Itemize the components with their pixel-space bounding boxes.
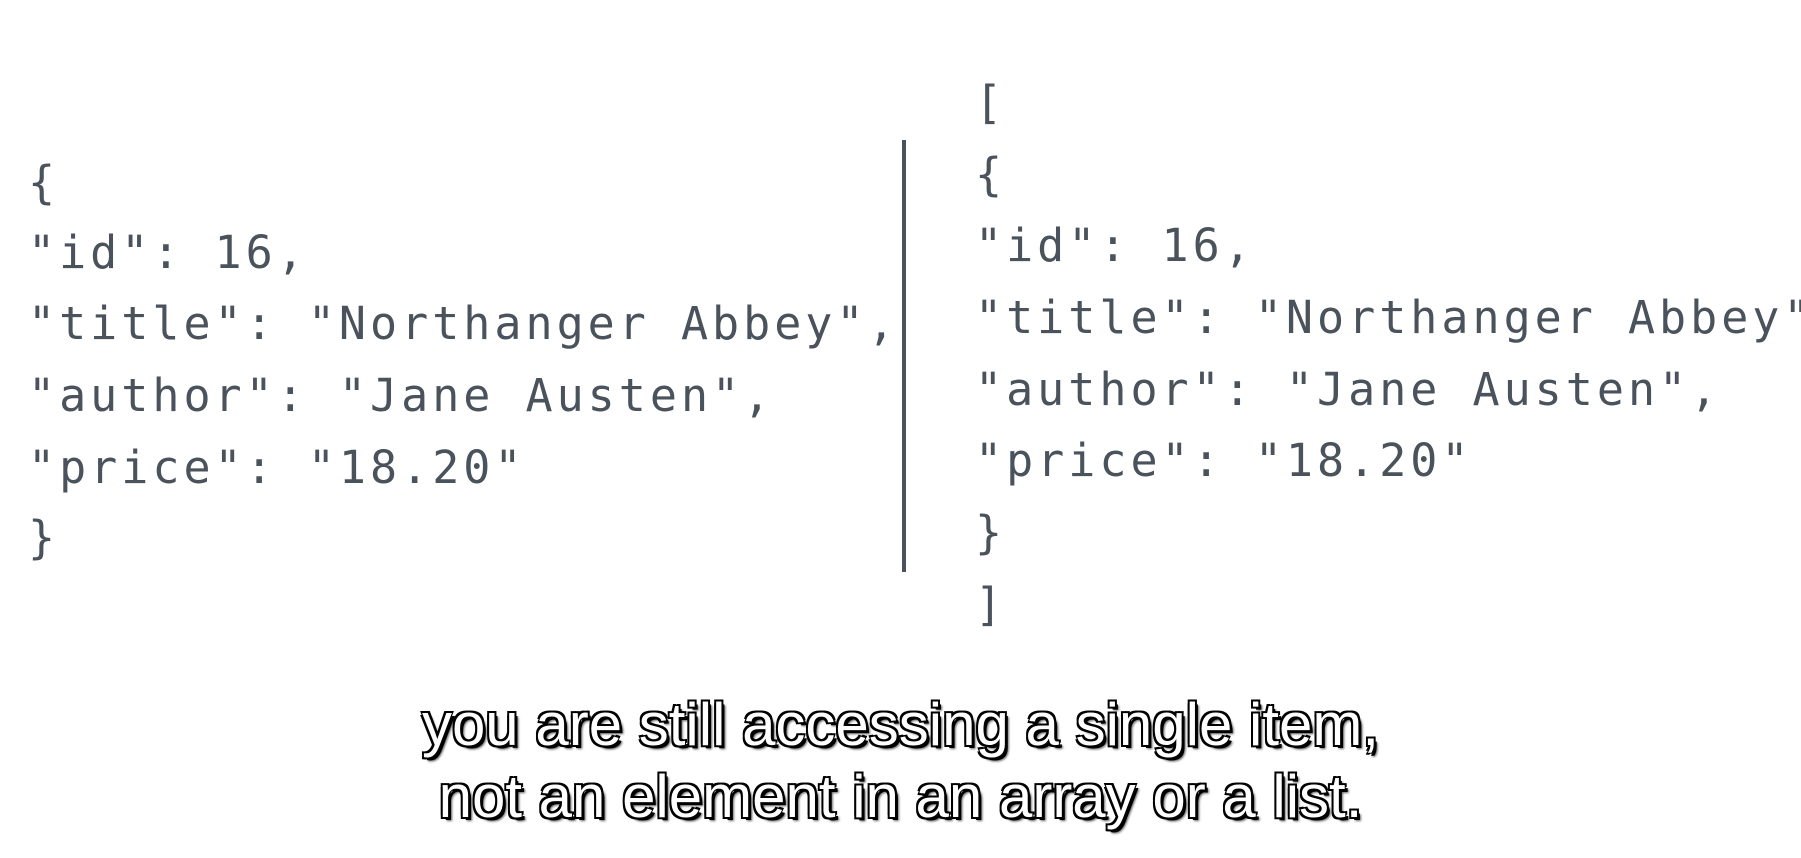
right-code-line-price: "price": "18.20" bbox=[975, 434, 1473, 487]
left-code-line-title: "title": "Northanger Abbey", bbox=[28, 297, 899, 350]
right-code-line-open-bracket: [ bbox=[975, 76, 1007, 129]
subtitle-line-2: not an element in an array or a list. bbox=[438, 762, 1364, 831]
left-code-line-price: "price": "18.20" bbox=[28, 441, 526, 494]
left-code-line-id: "id": 16, bbox=[28, 226, 308, 279]
right-code-line-close-bracket: ] bbox=[975, 578, 1007, 631]
left-code-line-close-brace: } bbox=[28, 511, 60, 564]
right-code-line-id: "id": 16, bbox=[975, 219, 1255, 272]
right-code-line-close-brace: } bbox=[975, 506, 1007, 559]
right-code-line-open-brace: { bbox=[975, 148, 1007, 201]
right-code-line-title: "title": "Northanger Abbey", bbox=[975, 291, 1801, 344]
right-code-line-author: "author": "Jane Austen", bbox=[975, 363, 1722, 416]
left-code-line-author: "author": "Jane Austen", bbox=[28, 369, 775, 422]
left-code-line-open-brace: { bbox=[28, 156, 60, 209]
vertical-divider bbox=[902, 140, 906, 572]
subtitle-line-1: you are still accessing a single item, bbox=[421, 690, 1380, 759]
